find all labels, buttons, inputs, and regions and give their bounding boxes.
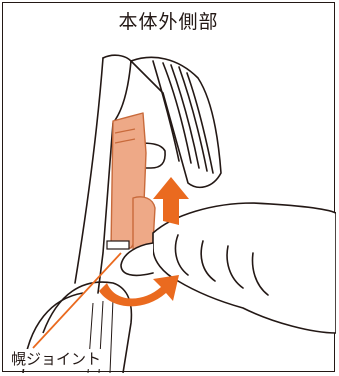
callout-leader-line — [32, 252, 122, 349]
frame-pole — [74, 57, 104, 284]
canopy-joint — [110, 112, 156, 252]
joint-illustration — [22, 54, 336, 373]
hand — [120, 202, 336, 334]
lower-frame — [42, 281, 133, 373]
callout-label-joint: 幌ジョイント — [9, 349, 104, 369]
diagram-title: 本体外側部 — [118, 10, 219, 33]
arrow-up-icon — [153, 177, 189, 225]
rotate-arrow-icon — [99, 275, 179, 307]
fabric-panel — [130, 56, 222, 189]
diagram-frame: 本体外側部 — [2, 2, 336, 373]
